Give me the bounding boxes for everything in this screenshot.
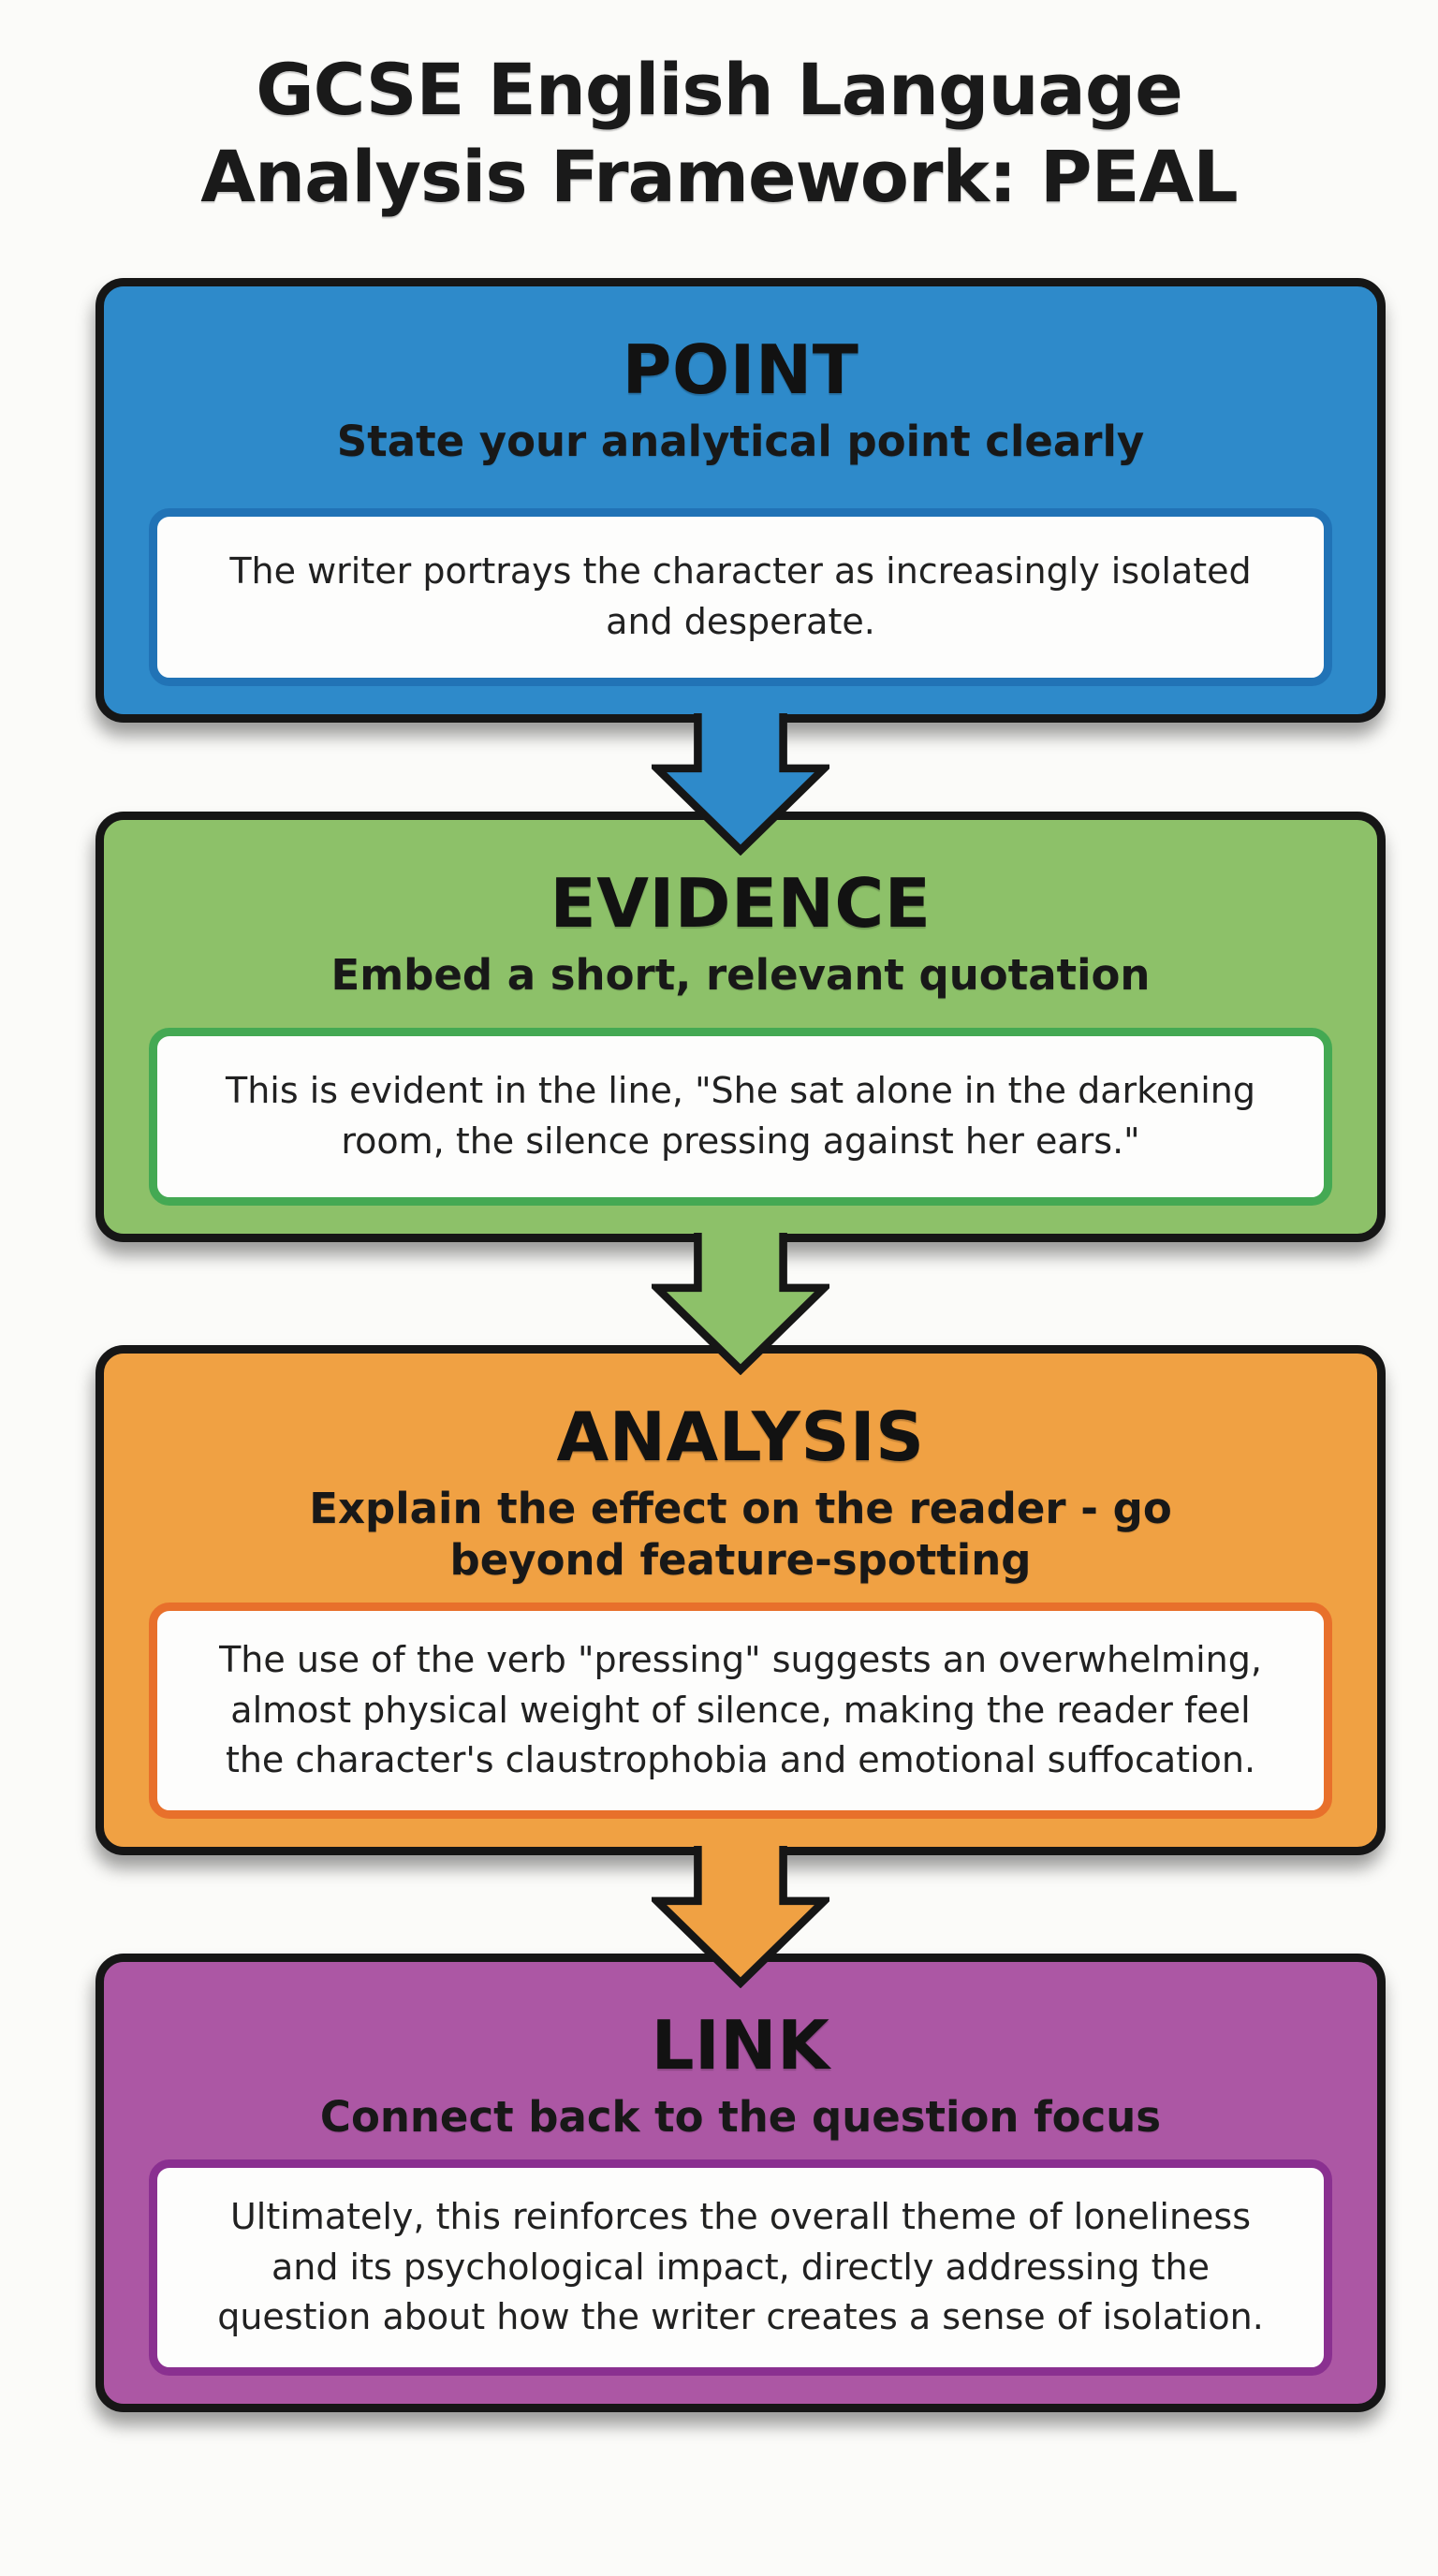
example-box-analysis: The use of the verb "pressing" suggests … [149,1602,1332,1820]
card-subtitle-analysis: Explain the effect on the reader - go be… [309,1484,1172,1586]
card-heading-analysis: ANALYSIS [556,1398,925,1477]
card-subtitle-link: Connect back to the question focus [319,2092,1162,2143]
card-subtitle-evidence: Embed a short, relevant quotation [330,950,1151,1001]
example-box-evidence: This is evident in the line, "She sat al… [149,1028,1332,1207]
example-text-analysis: The use of the verb "pressing" suggests … [219,1638,1262,1781]
example-text-point: The writer portrays the character as inc… [229,550,1252,643]
down-arrow-icon [652,1233,829,1376]
down-arrow-icon [652,713,829,856]
page-title-line1: GCSE English Language [256,48,1183,131]
peal-card-evidence: EVIDENCE Embed a short, relevant quotati… [95,812,1386,1243]
card-heading-link: LINK [651,2006,830,2086]
down-arrow-icon [652,1846,829,1989]
page-title: GCSE English Language Analysis Framework… [0,0,1438,220]
flow-connector-3 [95,1846,1386,1989]
example-text-link: Ultimately, this reinforces the overall … [217,2195,1264,2338]
card-heading-point: POINT [622,330,859,410]
flow-connector-2 [95,1233,1386,1376]
card-subtitle-point: State your analytical point clearly [336,417,1145,467]
example-text-evidence: This is evident in the line, "She sat al… [226,1070,1255,1163]
page-title-line2: Analysis Framework: PEAL [200,134,1239,218]
peal-card-point: POINT State your analytical point clearl… [95,278,1386,724]
peal-card-link: LINK Connect back to the question focus … [95,1954,1386,2413]
example-box-link: Ultimately, this reinforces the overall … [149,2159,1332,2377]
card-heading-evidence: EVIDENCE [550,864,932,944]
example-box-point: The writer portrays the character as inc… [149,508,1332,687]
flow-connector-1 [95,713,1386,856]
peal-card-analysis: ANALYSIS Explain the effect on the reade… [95,1345,1386,1856]
peal-flowchart: POINT State your analytical point clearl… [95,278,1386,2413]
